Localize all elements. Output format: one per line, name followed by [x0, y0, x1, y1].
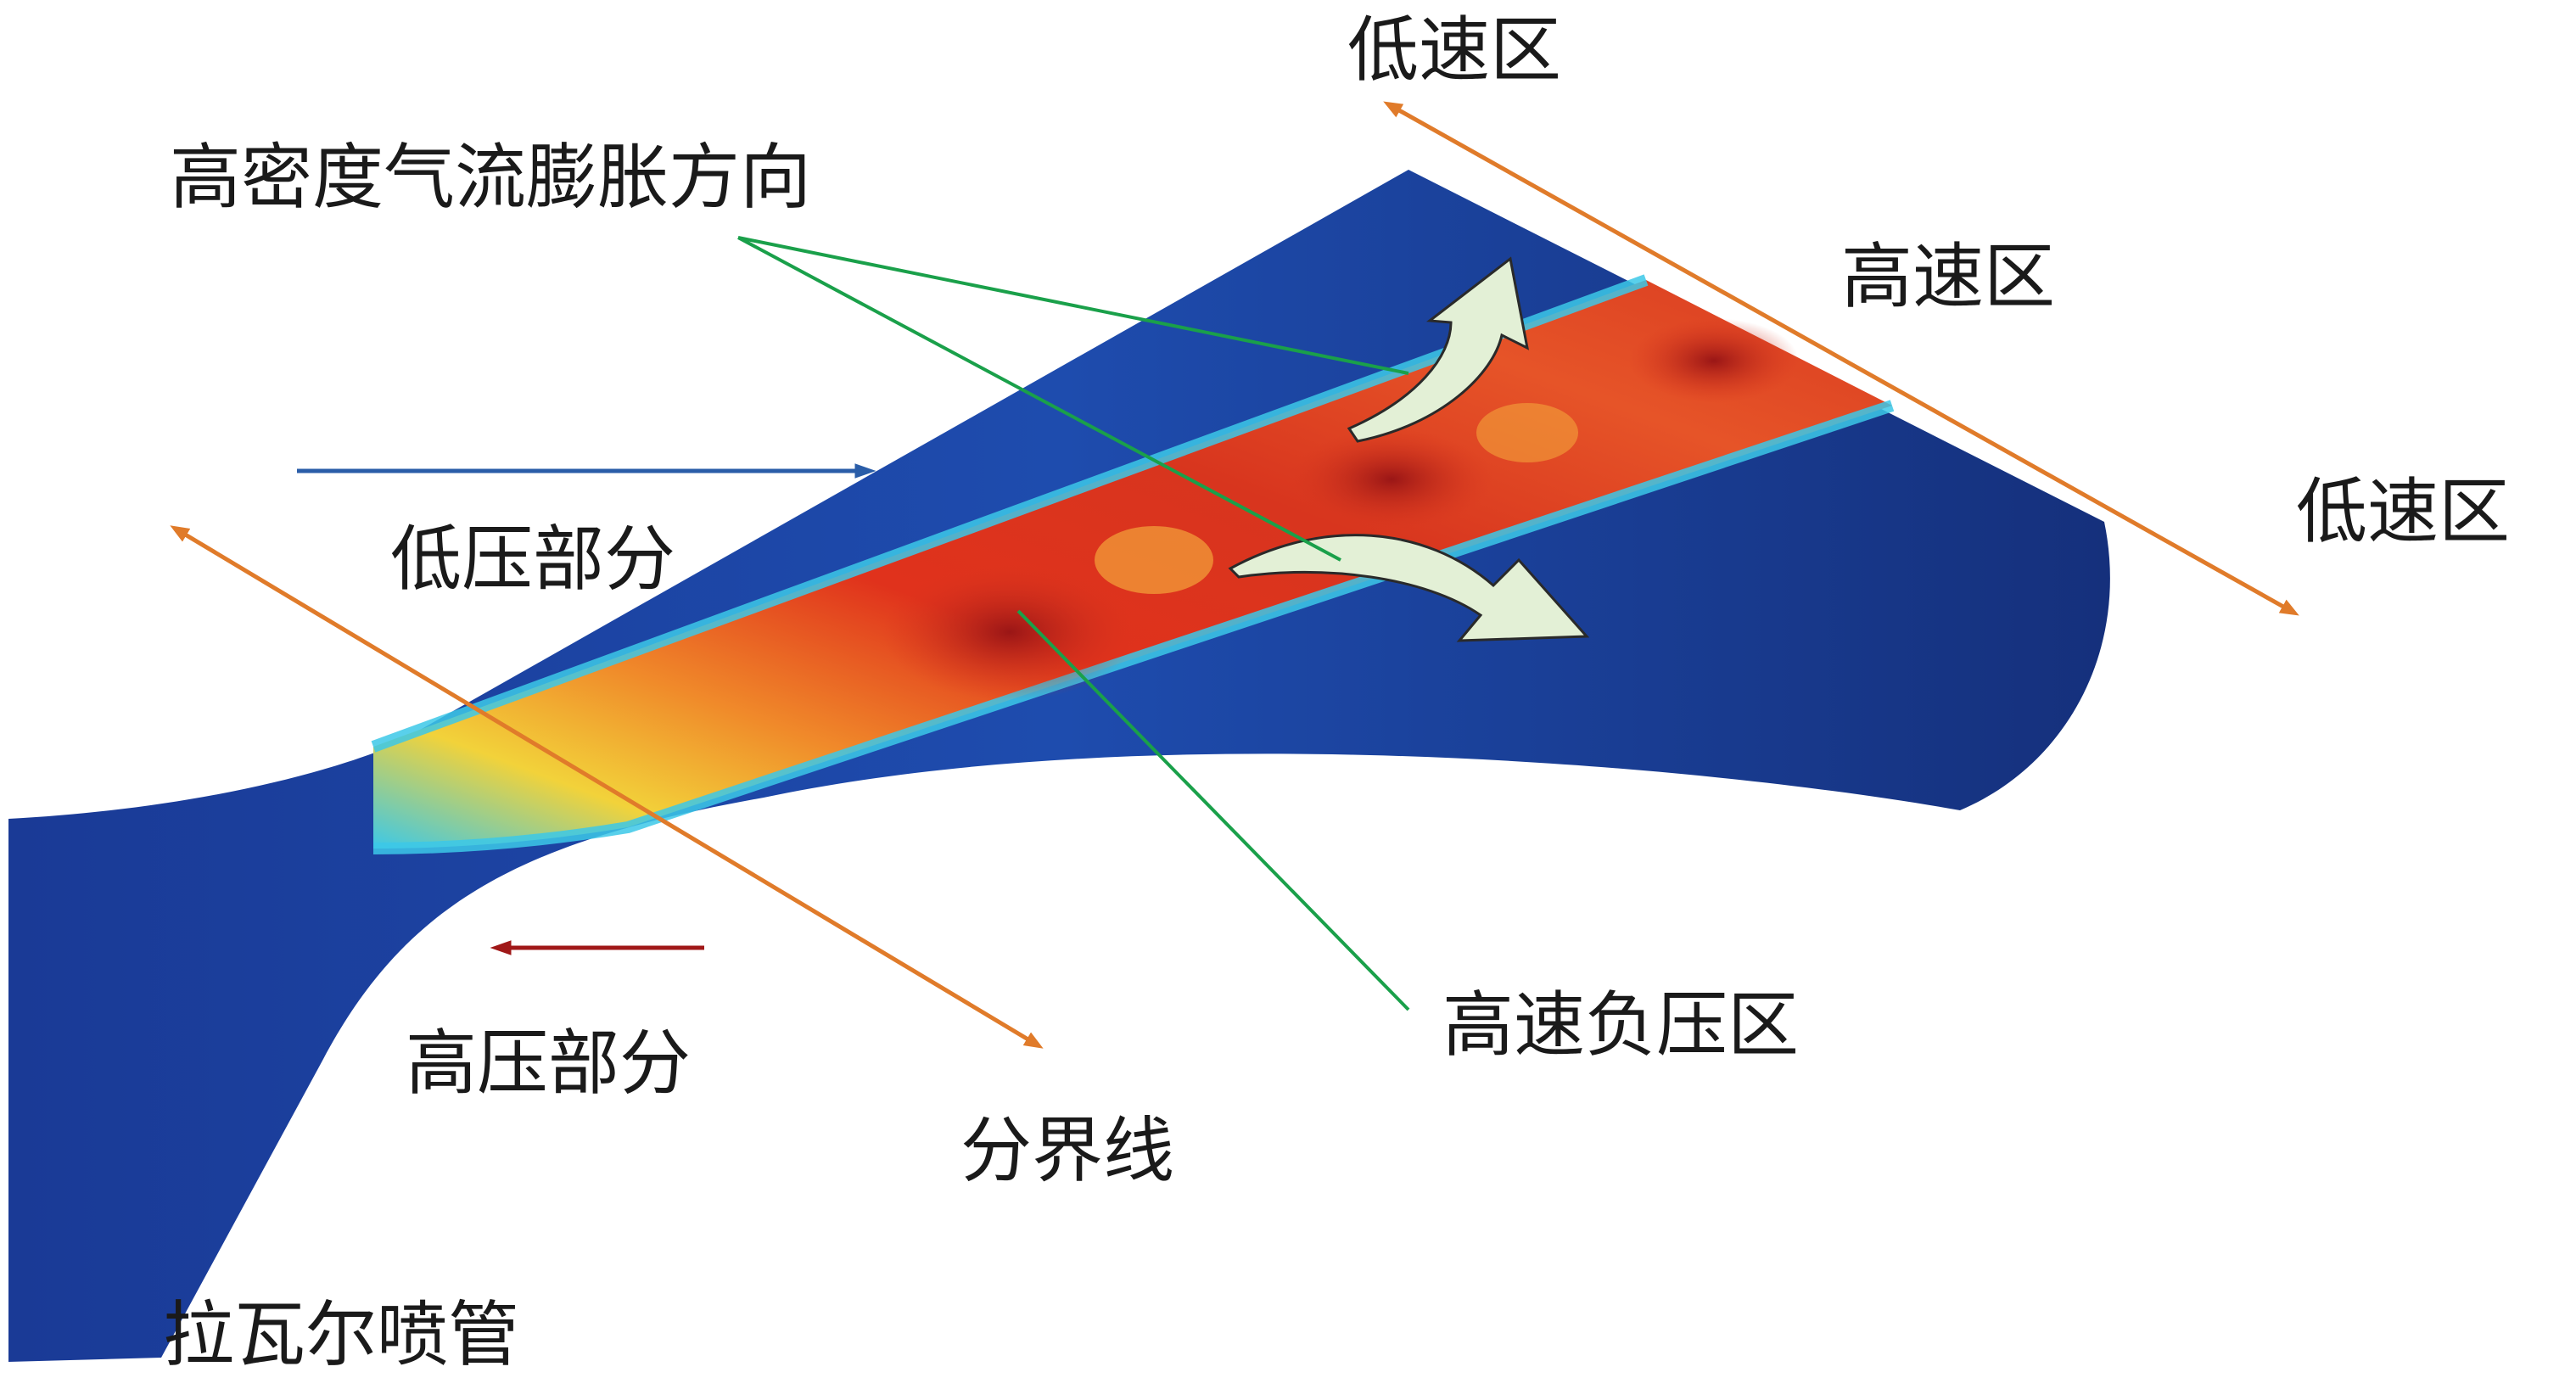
label-boundary-line: 分界线	[960, 1109, 1174, 1192]
callout-line-expansion-down	[737, 236, 1341, 562]
jet-shock-cell-1	[1095, 526, 1213, 594]
label-high-pressure-part: 高压部分	[406, 1022, 691, 1105]
jet-core-hotspot-2	[1290, 428, 1493, 530]
jet-shock-cell-2	[1476, 403, 1578, 462]
label-laval-nozzle: 拉瓦尔喷管	[163, 1293, 519, 1376]
callout-line-negative-pressure	[1016, 609, 1410, 1011]
boundary-line-arrow	[170, 525, 1044, 1049]
label-high-speed-negative-pressure: 高速负压区	[1442, 983, 1799, 1067]
label-low-speed-top: 低速区	[1347, 8, 1561, 92]
label-high-density-direction: 高密度气流膨胀方向	[170, 136, 811, 219]
callout-line-expansion-up	[737, 236, 1409, 375]
jet-core-hotspot-1	[882, 564, 1137, 700]
exit-plane-arrow	[1383, 101, 2299, 616]
label-low-pressure-part: 低压部分	[390, 518, 675, 601]
jet-core-hotspot-3	[1629, 318, 1799, 403]
label-high-speed: 高速区	[1841, 235, 2055, 318]
label-low-speed-right: 低速区	[2296, 470, 2510, 553]
